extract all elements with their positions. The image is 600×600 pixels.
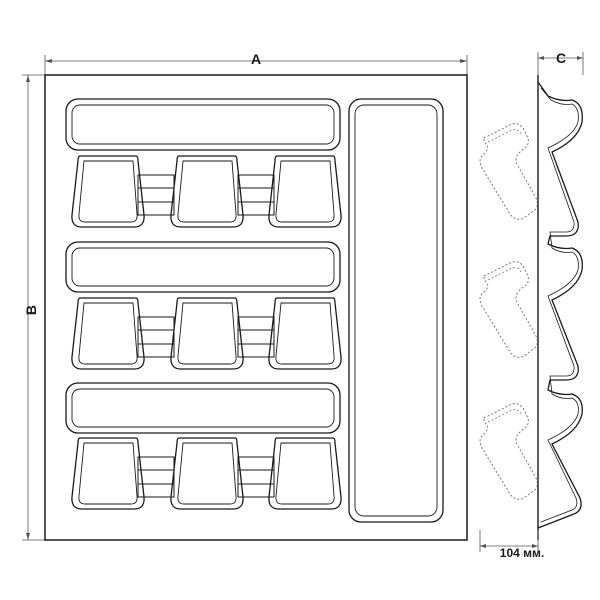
compartment-horizontal-bottom [65, 382, 341, 434]
compartment-long-vertical [348, 98, 444, 523]
cup-row-1 [71, 155, 342, 228]
dimension-a: A [44, 51, 468, 75]
tray-front-view [44, 74, 468, 541]
dimension-b-label: B [23, 305, 39, 315]
ghost-tray-bottom [479, 403, 538, 500]
dimension-c: C [537, 50, 584, 75]
cup-row-3 [71, 437, 342, 510]
cup-row-2 [71, 297, 342, 370]
depth-value-label: 104 мм. [500, 546, 544, 560]
compartment-horizontal-top [65, 98, 341, 151]
dimension-b: B [22, 74, 45, 541]
ghost-tray-middle [479, 261, 538, 358]
tray-side-profile: 104 мм. [479, 75, 583, 560]
dimension-a-label: A [251, 51, 261, 67]
ghost-tray-top [479, 123, 538, 220]
dimension-c-label: C [556, 50, 566, 66]
compartment-horizontal-middle [65, 241, 341, 293]
